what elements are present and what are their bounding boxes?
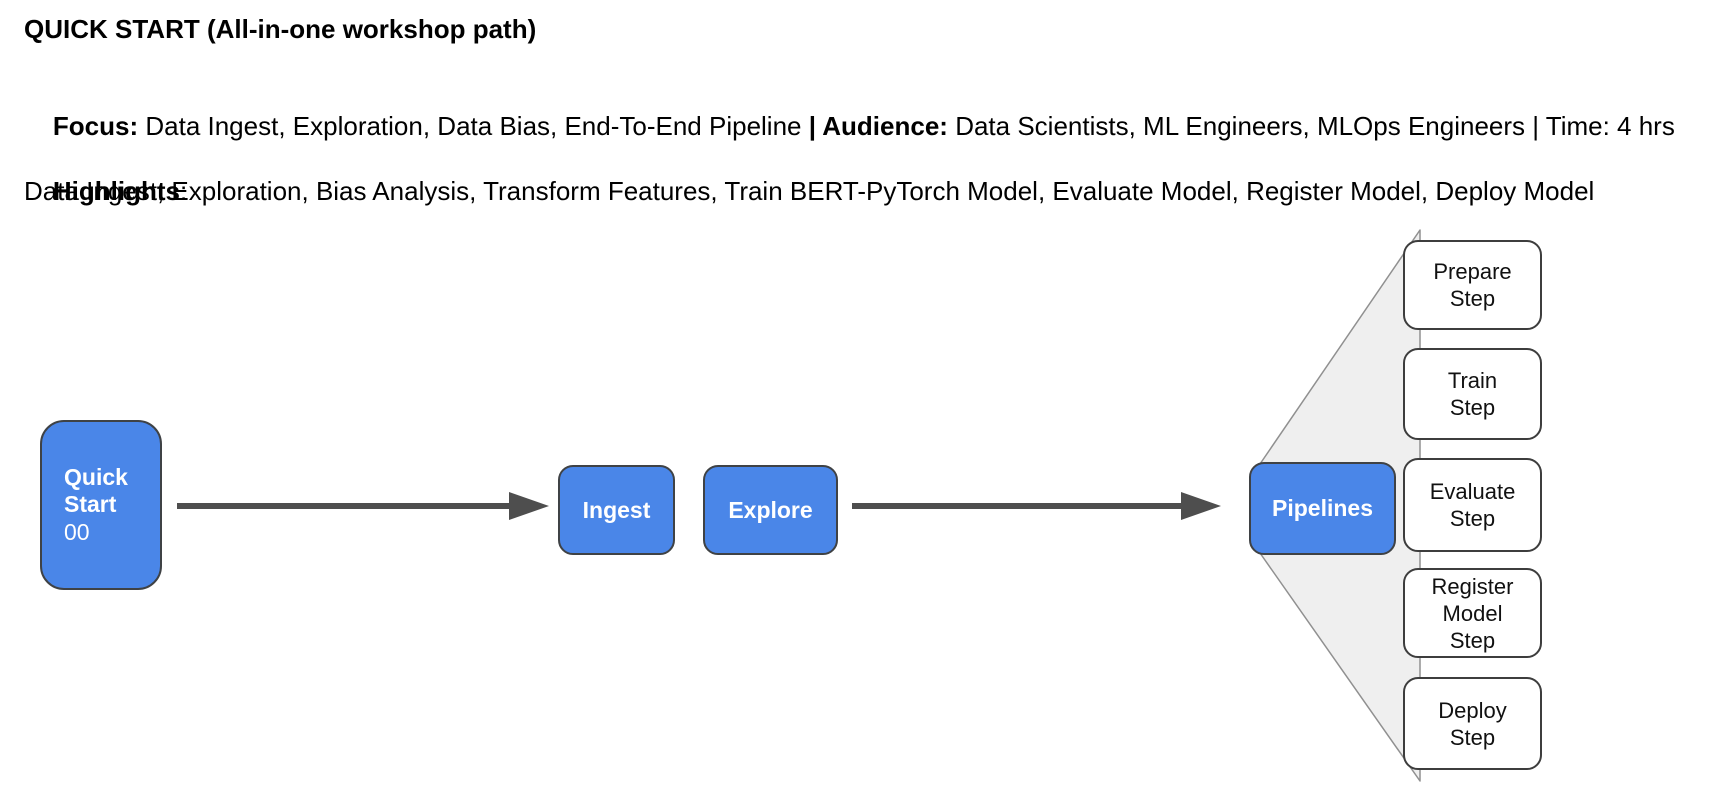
highlights-colon: : (180, 176, 188, 206)
step-prepare: Prepare Step (1403, 240, 1542, 330)
quick-start-number: 00 (64, 519, 90, 545)
step-evaluate: Evaluate Step (1403, 458, 1542, 552)
highlights-label: Highlights (52, 176, 180, 206)
step-register-model: Register Model Step (1403, 568, 1542, 658)
node-pipelines: Pipelines (1249, 462, 1396, 555)
step-train: Train Step (1403, 348, 1542, 440)
arrow-explore-to-pipelines (852, 492, 1221, 520)
arrow-shaft (177, 503, 511, 509)
audience-text: Data Scientists, ML Engineers, MLOps Eng… (955, 111, 1675, 141)
arrow-head (1181, 492, 1221, 520)
arrow-quickstart-to-ingest (177, 492, 549, 520)
audience-label: | Audience: (808, 111, 956, 141)
step-deploy: Deploy Step (1403, 677, 1542, 770)
arrow-shaft (852, 503, 1183, 509)
focus-label: Focus: (52, 111, 146, 141)
arrow-head (509, 492, 549, 520)
highlights-content: Data Ingest, Exploration, Bias Analysis,… (24, 176, 1595, 206)
quick-start-title: Quick Start (64, 464, 128, 517)
focus-line: Focus: Data Ingest, Exploration, Data Bi… (24, 81, 1675, 171)
focus-text: Data Ingest, Exploration, Data Bias, End… (145, 111, 809, 141)
node-explore: Explore (703, 465, 838, 555)
node-ingest: Ingest (558, 465, 675, 555)
highlights-label-line: Highlights: (24, 146, 187, 236)
page-title: QUICK START (All-in-one workshop path) (24, 14, 537, 44)
node-quick-start: Quick Start 00 (40, 420, 162, 590)
